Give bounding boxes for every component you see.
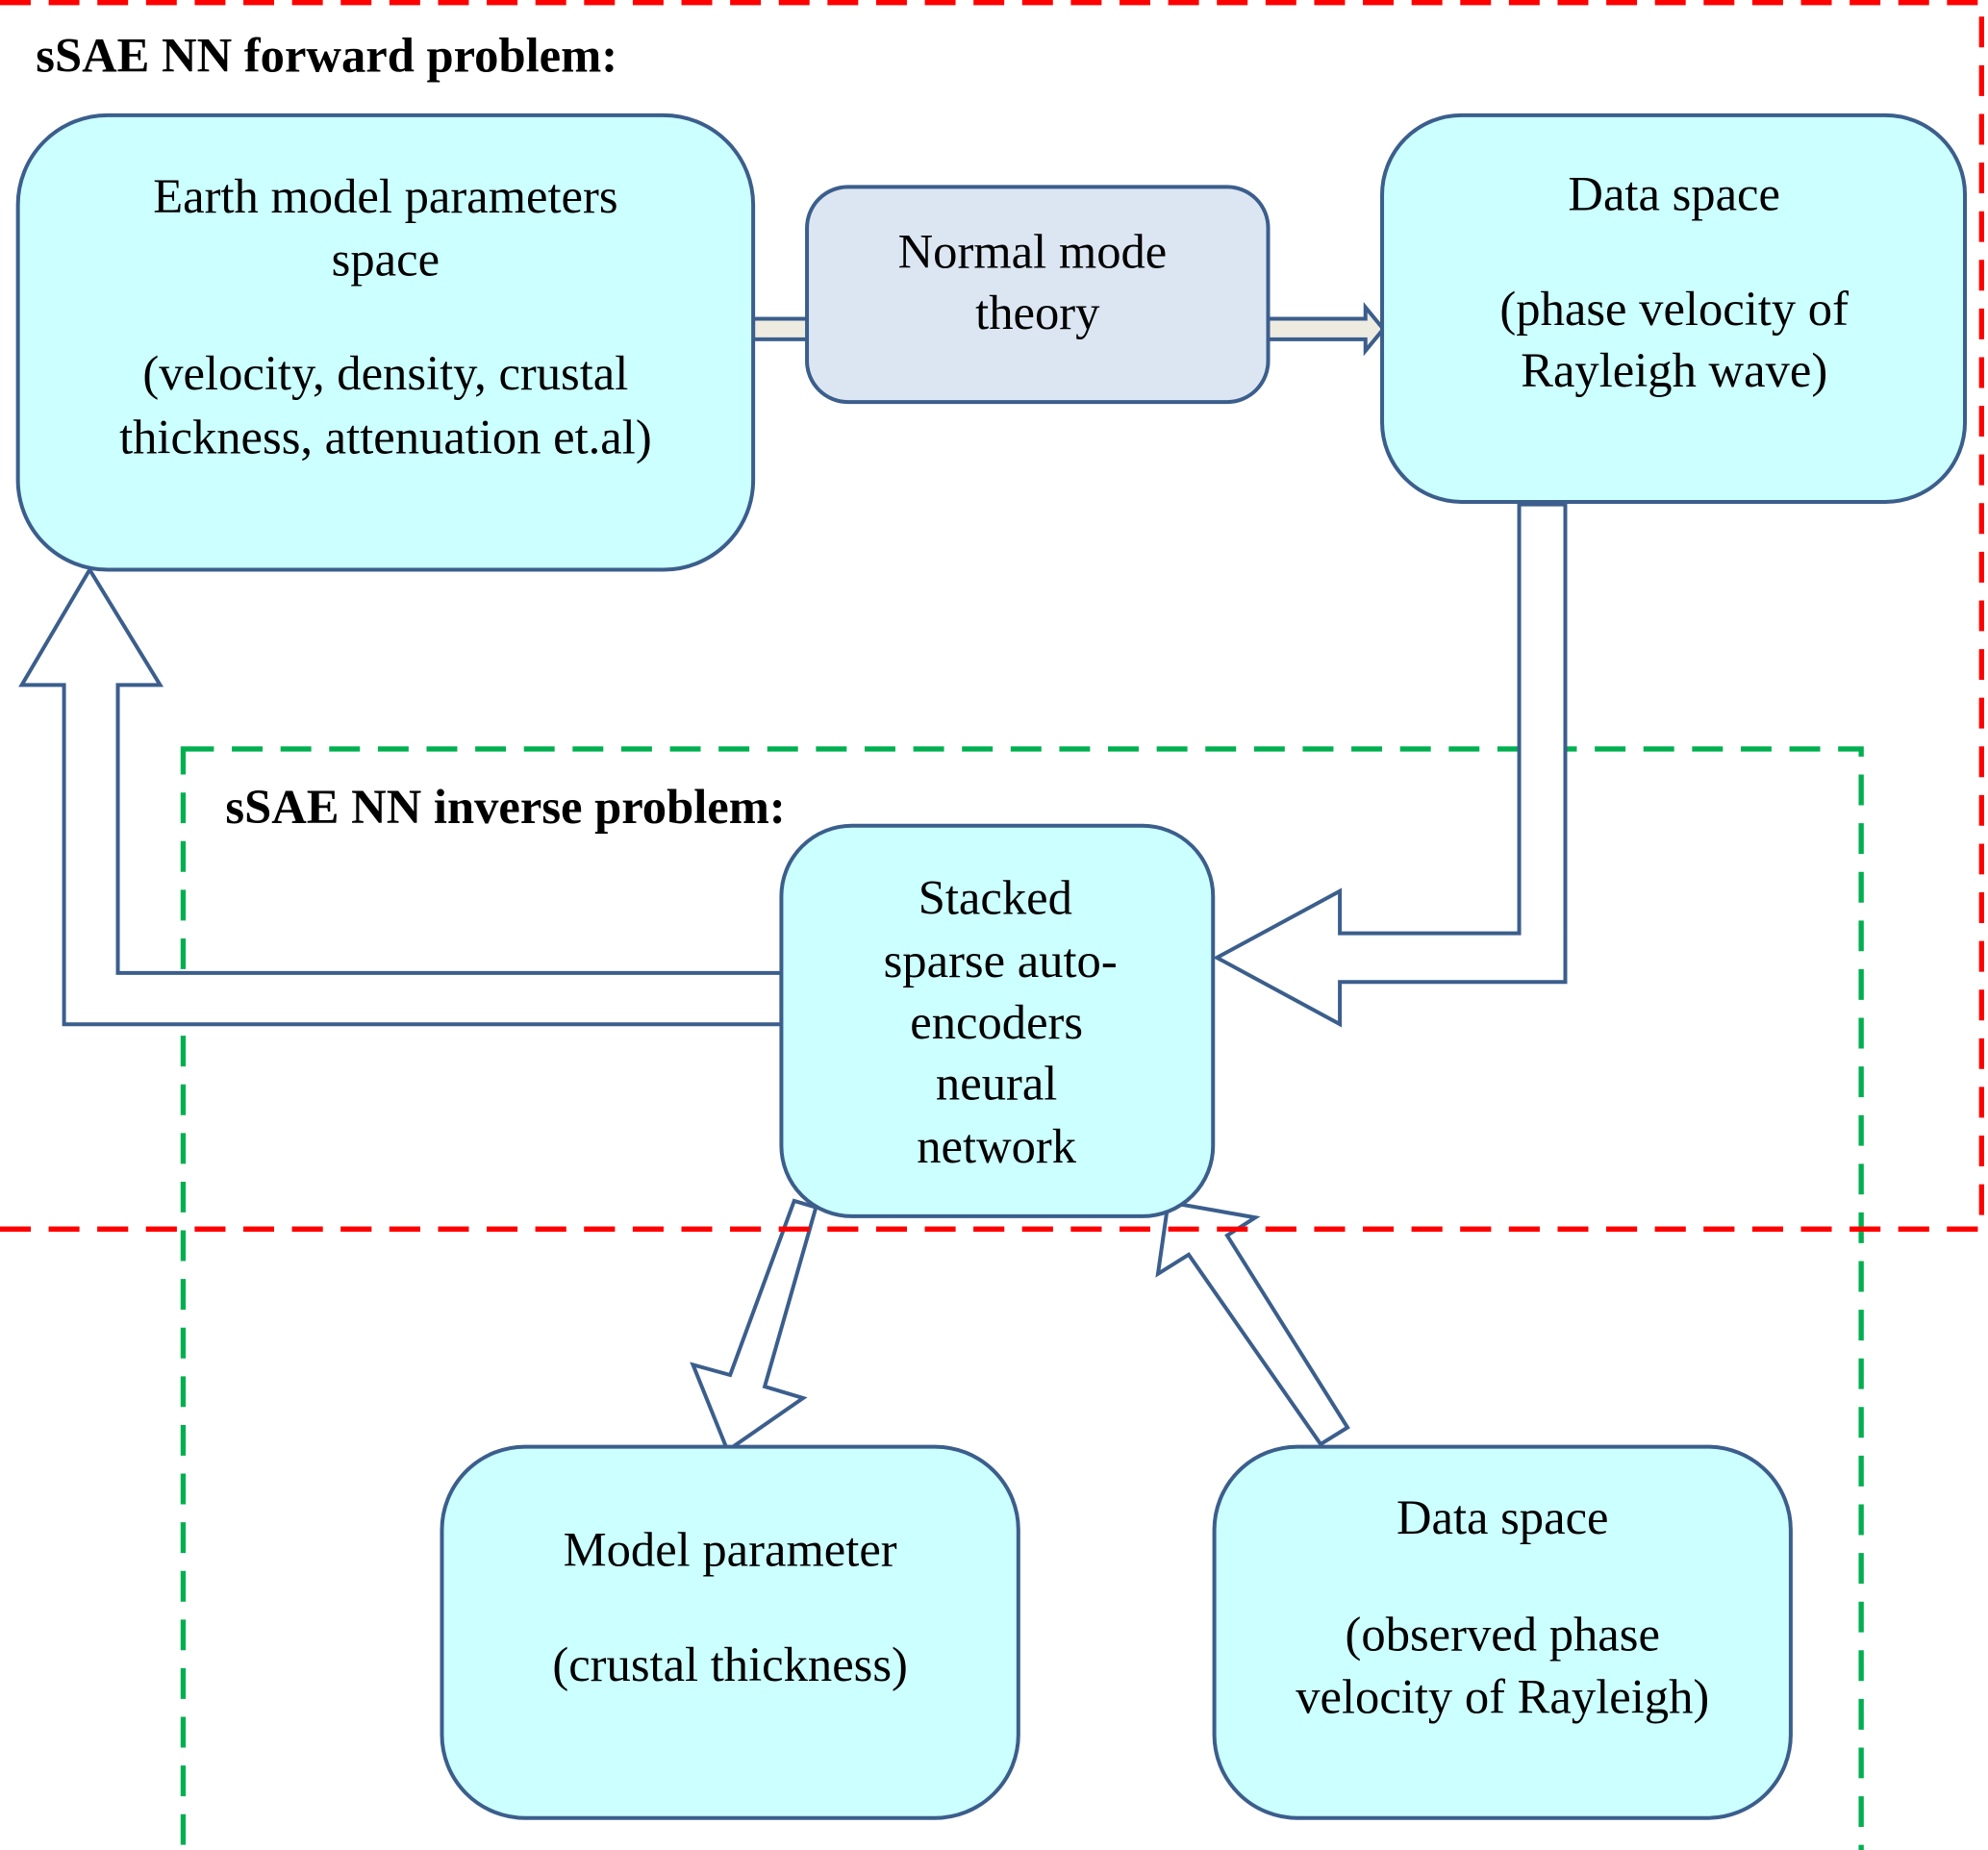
ssae-line-5: network xyxy=(917,1119,1077,1173)
inverse-region-title: sSAE NN inverse problem: xyxy=(225,780,785,834)
earth-model-line-4: thickness, attenuation et.al) xyxy=(119,410,652,463)
data-space-forward-line-2: (phase velocity of xyxy=(1499,282,1849,336)
arrow-network-to-earth-model xyxy=(18,565,784,1027)
normal-mode-theory-node: Normal mode theory xyxy=(805,185,1271,405)
data-space-forward-line-3: Rayleigh wave) xyxy=(1521,343,1827,397)
connector-earth-to-theory xyxy=(751,316,812,341)
earth-model-node: Earth model parameters space (velocity, … xyxy=(15,112,756,572)
data-space-observed-line-2: (observed phase xyxy=(1346,1607,1660,1661)
ssae-line-1: Stacked xyxy=(919,871,1072,925)
arrow-theory-to-data-space xyxy=(1266,301,1386,357)
earth-model-line-3: (velocity, density, crustal xyxy=(142,346,628,400)
data-space-observed-line-1: Data space xyxy=(1397,1490,1609,1544)
arrow-data-space-to-network xyxy=(1213,502,1568,1028)
ssae-line-3: encoders xyxy=(910,995,1083,1049)
arrow-network-to-model-parameter xyxy=(690,1198,818,1454)
model-parameter-line-1: Model parameter xyxy=(564,1522,897,1576)
model-parameter-line-2: (crustal thickness) xyxy=(552,1638,908,1691)
ssae-line-4: neural xyxy=(936,1057,1057,1111)
data-space-forward-node: Data space (phase velocity of Rayleigh w… xyxy=(1380,112,1968,504)
model-parameter-node: Model parameter (crustal thickness) xyxy=(440,1444,1020,1820)
data-space-forward-line-1: Data space xyxy=(1568,166,1780,220)
earth-model-line-1: Earth model parameters xyxy=(153,169,617,223)
ssae-network-node: Stacked sparse auto- encoders neural net… xyxy=(779,823,1216,1218)
inverse-region-border xyxy=(180,746,1864,1850)
normal-mode-line-2: theory xyxy=(975,286,1100,339)
ssae-line-2: sparse auto- xyxy=(884,934,1118,988)
data-space-observed-node: Data space (observed phase velocity of R… xyxy=(1212,1444,1793,1820)
normal-mode-line-1: Normal mode xyxy=(898,224,1168,278)
arrow-observed-data-to-network xyxy=(1155,1199,1350,1447)
earth-model-line-2: space xyxy=(332,232,440,286)
forward-region-title: sSAE NN forward problem: xyxy=(36,29,617,83)
data-space-observed-line-3: velocity of Rayleigh) xyxy=(1296,1670,1709,1724)
